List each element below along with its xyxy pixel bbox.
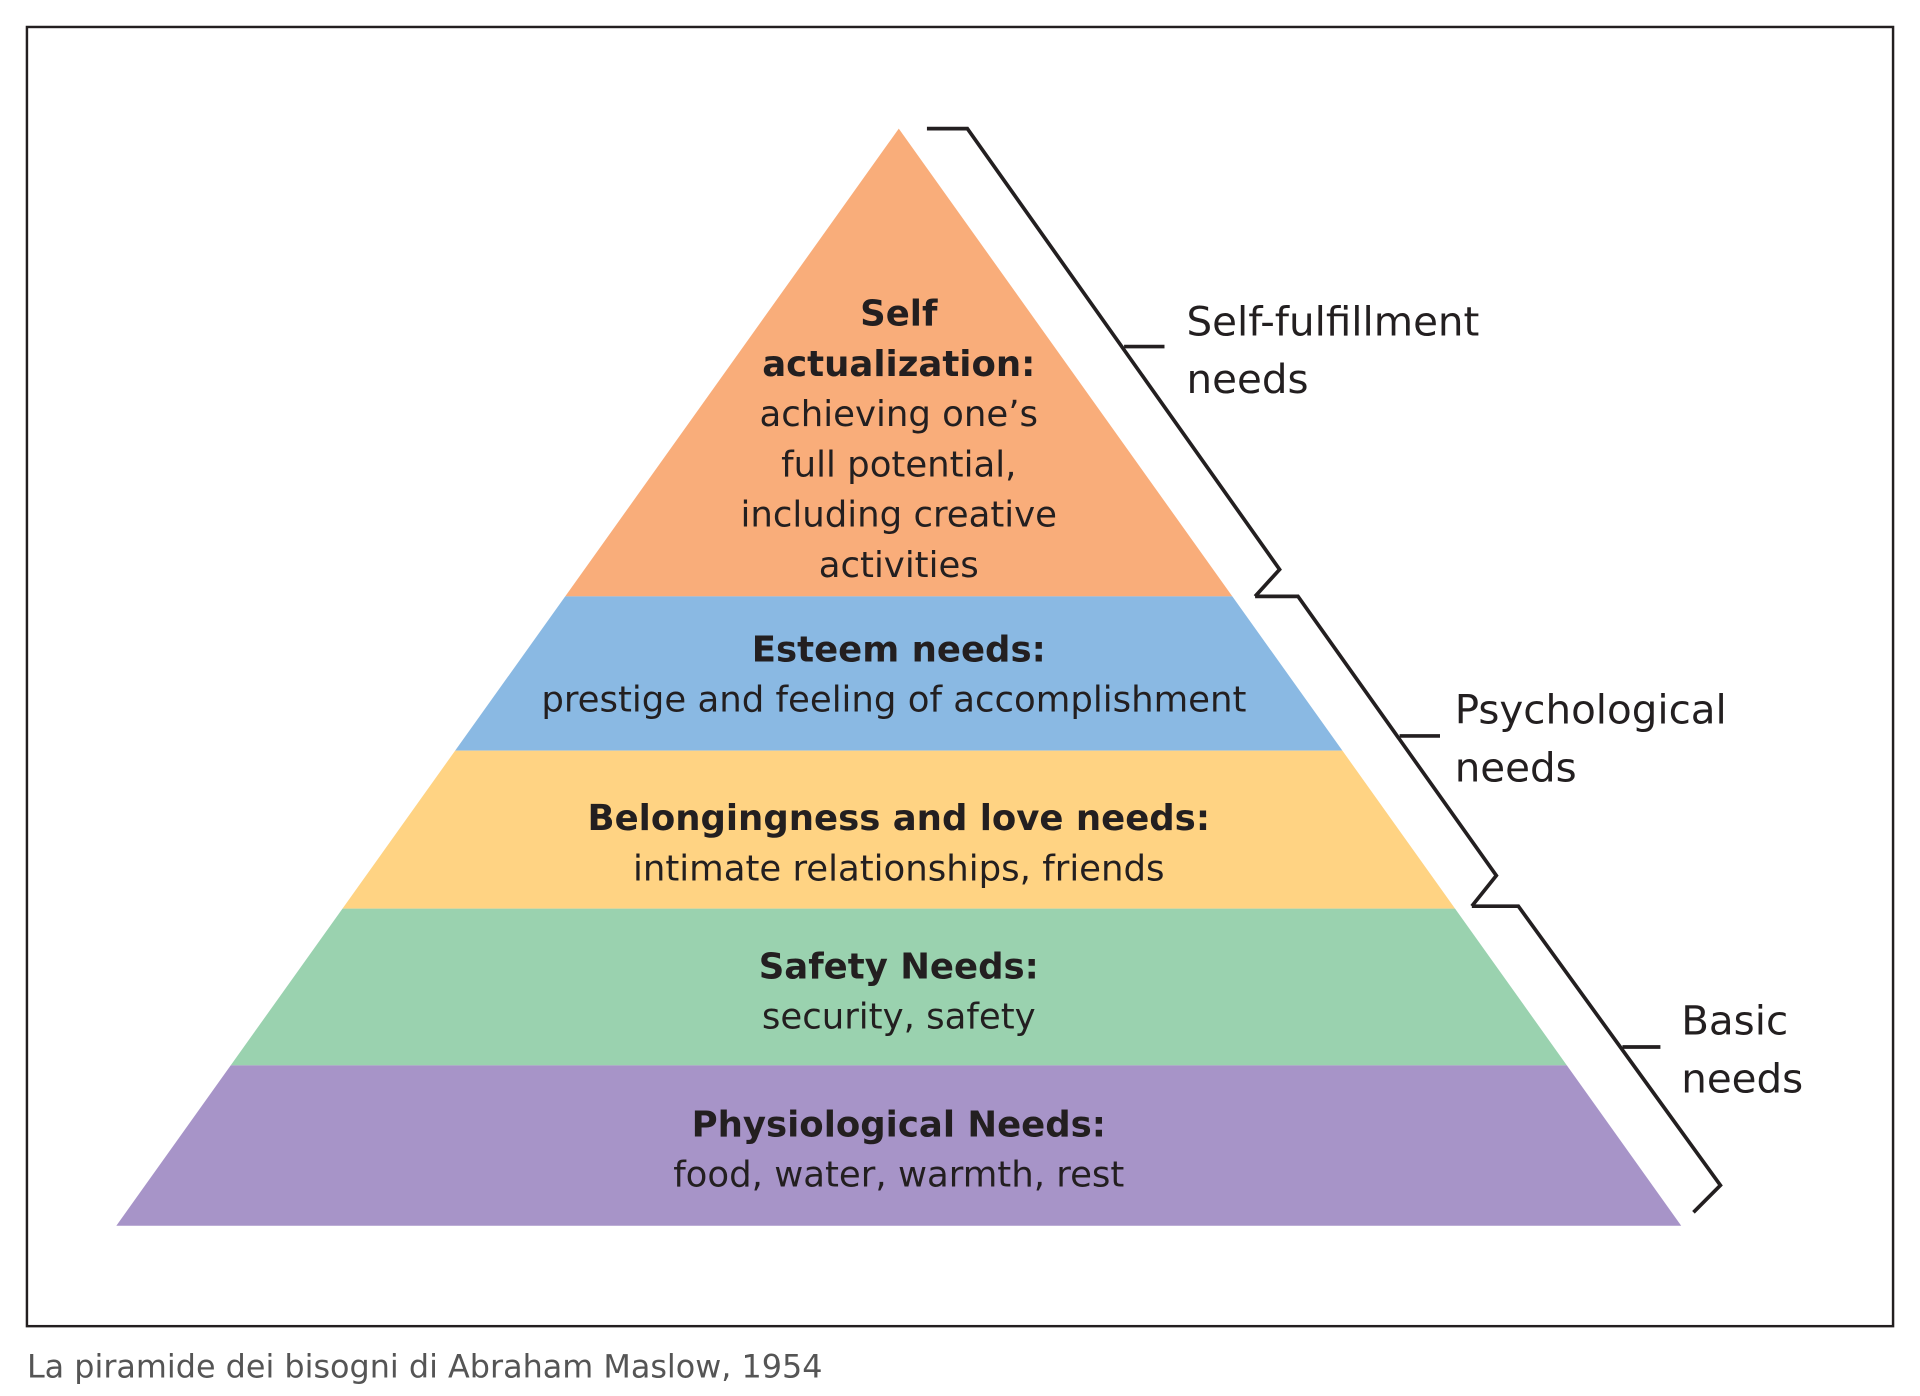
group-label: needs <box>1187 355 1309 403</box>
bracket-self-fulfillment <box>926 126 1282 598</box>
level-physiological <box>116 1065 1682 1226</box>
level-title: Self <box>860 294 938 335</box>
level-desc: food, water, warmth, rest <box>673 1155 1124 1196</box>
level-desc: intimate relationships, friends <box>633 848 1165 889</box>
level-self-actualization <box>565 128 1233 597</box>
bracket-psychological <box>1255 594 1499 908</box>
level-desc: achieving one’s <box>760 394 1039 435</box>
level-title: actualization: <box>762 344 1035 385</box>
level-desc: security, safety <box>762 997 1036 1038</box>
level-safety <box>230 908 1567 1066</box>
level-title: Safety Needs: <box>759 946 1039 987</box>
group-label: Basic <box>1681 997 1788 1045</box>
caption: La piramide dei bisogni di Abraham Maslo… <box>27 1348 823 1386</box>
level-belongingness <box>342 750 1456 909</box>
group-label: Psychological <box>1455 686 1727 734</box>
level-desc: including creative <box>741 495 1058 536</box>
group-label: Self-fulfillment <box>1187 298 1480 346</box>
level-desc: activities <box>819 545 979 586</box>
level-title: Belongingness and love needs: <box>588 798 1211 839</box>
level-title: Esteem needs: <box>752 629 1046 670</box>
frame-border <box>25 25 1895 1328</box>
group-brackets <box>926 126 1723 1214</box>
bracket-basic <box>1471 904 1723 1214</box>
level-desc: full potential, <box>781 444 1016 485</box>
level-esteem <box>455 596 1343 751</box>
level-title: Physiological Needs: <box>692 1104 1106 1145</box>
group-label: needs <box>1681 1054 1803 1102</box>
group-label: needs <box>1455 743 1577 791</box>
level-desc: prestige and feeling of accomplishment <box>541 679 1246 720</box>
